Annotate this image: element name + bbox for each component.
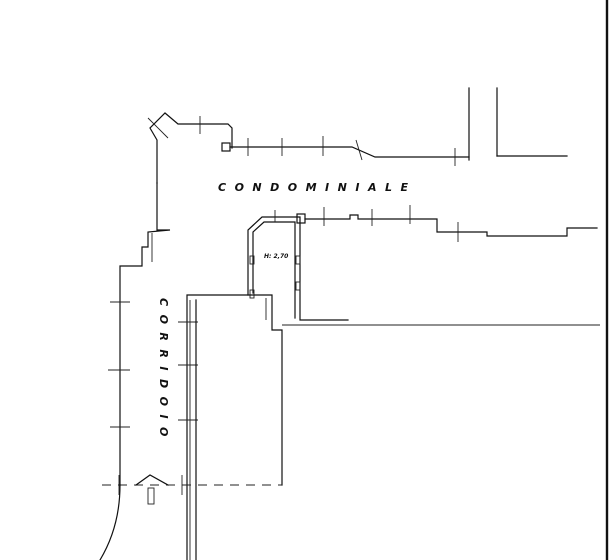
corridor-right-wall	[304, 205, 598, 242]
corridor-top-label: CONDOMINIALE	[218, 181, 417, 194]
corridor-side-label: CORRIDOIO	[157, 298, 170, 445]
stair-room	[247, 210, 349, 321]
height-note: H: 2,70	[264, 253, 288, 260]
corridor-upper-wall	[147, 112, 470, 184]
upper-right-walls	[468, 87, 568, 161]
corridor-left-wall	[108, 182, 171, 486]
lower-unit-walls	[178, 294, 600, 560]
corridor-bottom	[99, 474, 282, 560]
